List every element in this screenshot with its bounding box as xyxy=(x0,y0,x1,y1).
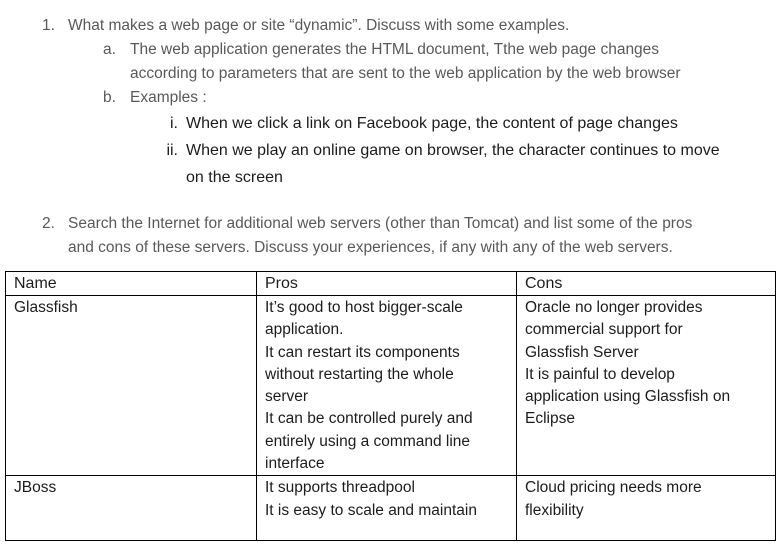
answer-1b-text: Examples : xyxy=(130,89,207,106)
jboss-pros-cell: It supports threadpool It is easy to sca… xyxy=(256,475,517,542)
table-header-name: Name xyxy=(5,271,257,296)
answer-1b-marker: b. xyxy=(103,89,116,106)
example-i-text: When we click a link on Facebook page, t… xyxy=(186,115,678,132)
glassfish-cons-cell: Oracle no longer provides commercial sup… xyxy=(516,294,776,477)
answer-1b: b. Examples : xyxy=(0,86,784,110)
table-row-glassfish: Glassfish It’s good to host bigger-scale… xyxy=(5,294,776,477)
answer-1a-text: The web application generates the HTML d… xyxy=(130,41,681,82)
question-1-text: What makes a web page or site “dynamic”.… xyxy=(68,17,570,34)
question-2-text: Search the Internet for additional web s… xyxy=(68,215,693,256)
example-ii-marker: ii. xyxy=(166,142,178,159)
table-header-pros: Pros xyxy=(256,271,517,296)
jboss-cons-cell: Cloud pricing needs more flexibility xyxy=(516,475,776,542)
question-2-number: 2. xyxy=(42,215,55,232)
question-2: 2. Search the Internet for additional we… xyxy=(0,212,784,260)
table-header-cons: Cons xyxy=(516,271,776,296)
answer-1a-marker: a. xyxy=(103,41,116,58)
answer-1a: a. The web application generates the HTM… xyxy=(0,38,784,86)
example-i-marker: i. xyxy=(170,115,178,132)
example-ii-text: When we play an online game on browser, … xyxy=(186,142,720,186)
jboss-name-cell: JBoss xyxy=(5,475,257,542)
glassfish-name-cell: Glassfish xyxy=(5,294,257,477)
glassfish-pros-cell: It’s good to host bigger-scale applicati… xyxy=(256,294,517,477)
example-i: i. When we click a link on Facebook page… xyxy=(0,110,784,137)
example-ii: ii. When we play an online game on brows… xyxy=(0,137,784,191)
table-row-jboss: JBoss It supports threadpool It is easy … xyxy=(5,475,776,542)
table-header-row: Name Pros Cons xyxy=(5,271,776,296)
question-1-number: 1. xyxy=(42,17,55,34)
servers-table: Name Pros Cons Glassfish It’s good to ho… xyxy=(5,271,776,542)
question-1: 1. What makes a web page or site “dynami… xyxy=(0,14,784,38)
